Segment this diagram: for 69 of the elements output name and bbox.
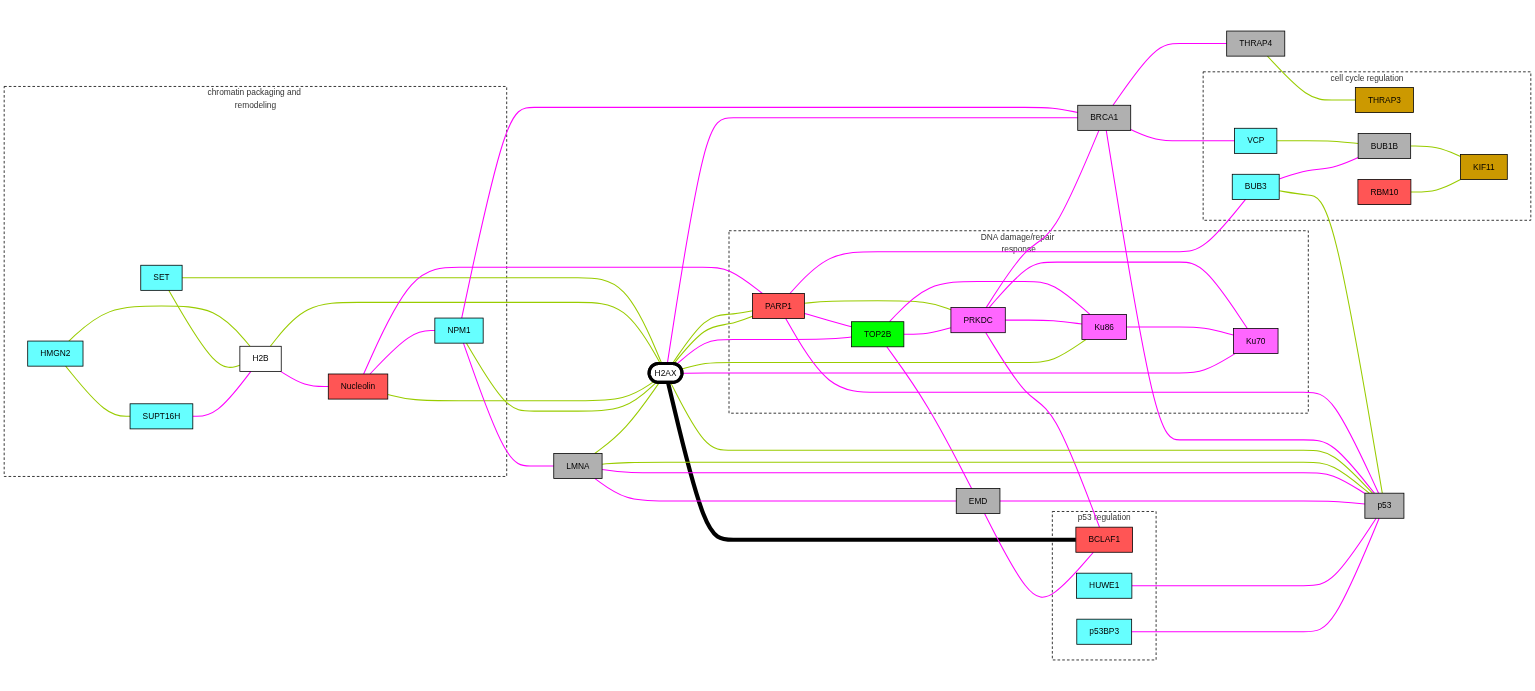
connector: [168, 289, 241, 368]
node-box: H2B: [239, 345, 282, 372]
node-box: Ku86: [1081, 314, 1127, 340]
connector: [999, 500, 1366, 505]
connector: [387, 380, 655, 402]
node-box: Nucleolin: [327, 373, 389, 400]
connector: [1131, 517, 1377, 587]
node-box: HUWE1: [1076, 572, 1133, 599]
connector: [984, 513, 1094, 598]
connector: [1266, 55, 1356, 101]
node-box: PARP1: [752, 293, 805, 319]
connector: [594, 478, 957, 502]
node-box: LMNA: [553, 453, 603, 479]
node-box: PRKDC: [950, 307, 1006, 334]
connector: [903, 327, 952, 335]
node-box: BUB1B: [1357, 133, 1412, 159]
node-box: Ku70: [1233, 328, 1279, 354]
connector: [886, 346, 973, 489]
connector: [666, 382, 1076, 542]
node-box: THRAP3: [1354, 87, 1414, 113]
connector: [1131, 517, 1380, 633]
node-box: TOP2B: [851, 321, 905, 348]
connector: [985, 332, 1100, 528]
connector: [803, 312, 852, 328]
node-box: EMD: [955, 488, 1001, 514]
connector: [280, 370, 329, 388]
node-box: SUPT16H: [129, 403, 194, 430]
node-box: BCLAF1: [1075, 526, 1133, 553]
connector: [803, 300, 952, 311]
connector: [785, 318, 1380, 494]
node-box: RBM10: [1357, 179, 1412, 205]
connector: [601, 461, 1370, 494]
connector: [789, 198, 1247, 294]
connector: [1410, 145, 1462, 158]
connector: [465, 342, 657, 412]
node-box: BRCA1: [1077, 104, 1132, 131]
connector: [675, 336, 852, 365]
connector: [1276, 140, 1359, 144]
node-box: VCP: [1234, 127, 1278, 154]
connector: [888, 280, 1091, 323]
connector: [1105, 129, 1375, 494]
node-box: BUB3: [1231, 173, 1280, 200]
connector: [1278, 190, 1383, 494]
connector: [601, 468, 1366, 495]
connector: [594, 382, 660, 454]
connector: [985, 129, 1100, 309]
node-box: SET: [140, 264, 183, 291]
node-box: p53: [1364, 492, 1405, 519]
connector: [462, 342, 555, 467]
connector: [1112, 43, 1228, 106]
node-box: p53BP3: [1076, 618, 1133, 645]
connector: [988, 261, 1248, 330]
connector: [1278, 157, 1359, 180]
connector: [1410, 178, 1462, 193]
connector: [68, 305, 251, 347]
connector: [461, 106, 1079, 319]
connector: [1004, 319, 1083, 325]
node-box: KIF11: [1460, 154, 1508, 180]
connector: [1126, 326, 1234, 336]
connector: [363, 266, 763, 375]
connector: [670, 382, 1374, 494]
connector: [369, 330, 436, 375]
connector: [666, 117, 1079, 365]
connector: [192, 370, 252, 417]
node-box: THRAP4: [1226, 30, 1286, 57]
connector: [1130, 129, 1236, 142]
node-box: HMGN2: [27, 340, 84, 367]
connector: [65, 365, 131, 417]
node-box: NPM1: [434, 317, 484, 344]
